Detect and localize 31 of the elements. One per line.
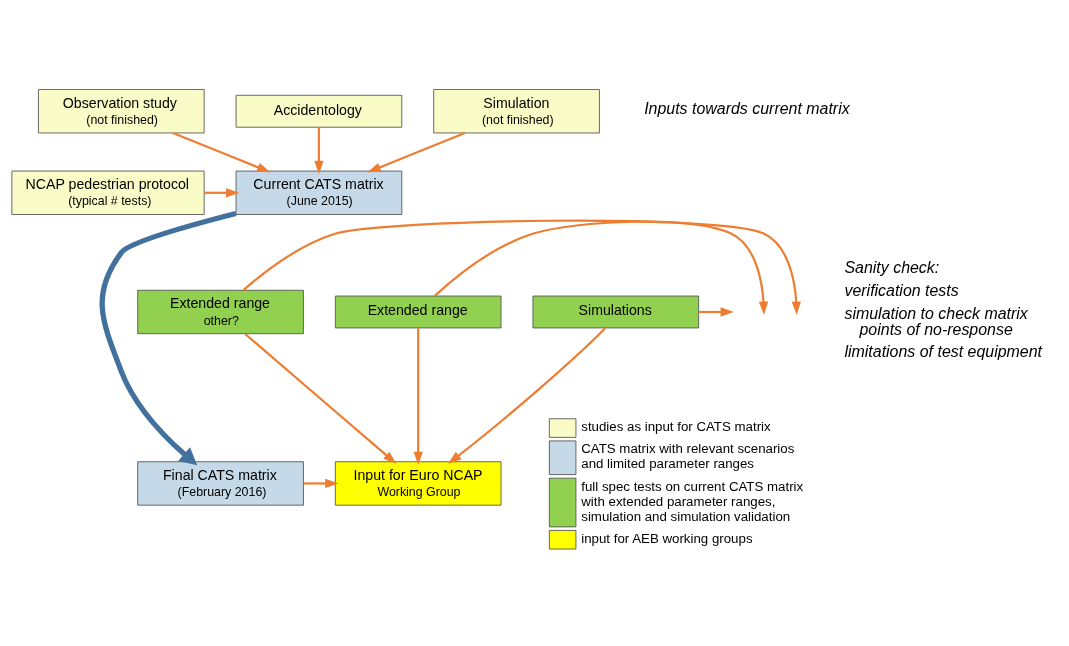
node-box: Extended range other? [137,289,304,334]
node-box: Simulation (not finished) [433,88,600,133]
label: simulation to check matrix points of no-response [844,304,1028,338]
legend-label: full spec tests on current CATS matrix with extended parameter ranges, simulation and simulation validation [581,478,804,524]
legend-label: studies as input for CATS matrix [581,418,771,434]
label: Sanity check: [844,258,940,276]
arrow [204,187,240,197]
arrow [303,478,339,488]
node-box: Simulations [532,295,700,328]
arrow [242,219,801,315]
node-box: Extended range [334,295,502,328]
arrow [244,332,397,464]
node-box: Input for Euro NCAP Working Group [334,460,502,506]
node-box: Observation study (not finished) [38,88,205,133]
arrow [314,127,324,174]
arrow [448,326,606,464]
arrow [172,131,271,172]
label: verification tests [844,281,959,299]
arrow [367,131,466,172]
arrow [434,220,769,315]
label: Inputs towards current matrix [644,99,850,117]
arrow [413,327,423,465]
node-box: Current CATS matrix (June 2015) [235,170,403,215]
arrow [99,210,237,465]
node-box: NCAP pedestrian protocol (typical # tests) [11,170,205,215]
node-box: Accidentology [235,94,403,128]
label: limitations of test equipment [844,342,1042,360]
node-box: Final CATS matrix (February 2016) [137,460,304,506]
legend-label: CATS matrix with relevant scenarios and limited parameter ranges [581,440,795,471]
legend-label: input for AEB working groups [581,530,753,546]
arrow [698,306,734,317]
